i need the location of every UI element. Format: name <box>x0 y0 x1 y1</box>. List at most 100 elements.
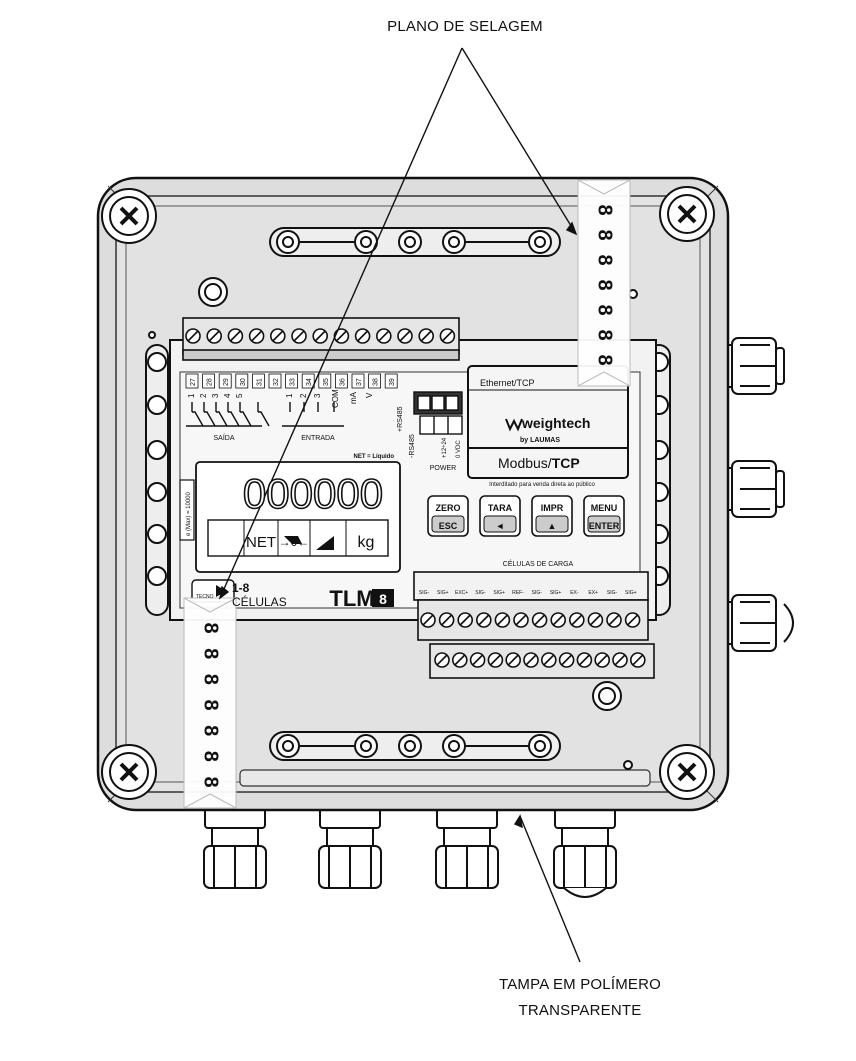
cover-callout-line-2: TRANSPARENTE <box>518 1002 642 1019</box>
key-bottom-label: ESC <box>439 521 458 531</box>
terminal-number-box <box>202 373 216 389</box>
terminal-number: 39 <box>389 378 396 386</box>
terminal-number: 28 <box>207 378 214 386</box>
key-zero[interactable]: ZERO ESC <box>427 495 469 537</box>
screw-slot <box>543 654 555 666</box>
load-cell-pin-label: SIG- <box>475 590 486 596</box>
seal-digit: 8 <box>200 648 222 659</box>
load-cell-pin-label: EXC+ <box>455 590 468 596</box>
output-terminal-number: 2 <box>199 393 208 398</box>
terminal-number-box <box>185 373 199 389</box>
terminal-number-box <box>301 373 315 389</box>
seal-strip-cut <box>183 793 237 809</box>
screw-bottom-right <box>659 744 715 800</box>
power-label: POWER <box>430 465 456 472</box>
screw-top-right <box>659 186 715 242</box>
key-bottom-label: ◄ <box>496 521 505 531</box>
terminal-number: 38 <box>373 378 380 386</box>
screw-slot <box>420 330 432 342</box>
load-cell-pin-label: SIG- <box>607 590 618 596</box>
power-terminal-block <box>413 391 463 435</box>
seal-strip-body <box>577 179 631 387</box>
zero-indicator: →0← <box>279 535 310 549</box>
screw-slot <box>478 614 490 626</box>
screw-slot <box>229 330 241 342</box>
output-wiring <box>186 402 344 427</box>
screw-slot <box>208 330 220 342</box>
seal-digit: 8 <box>594 354 616 365</box>
terminal-number-box <box>351 373 365 389</box>
bottom-gland-3 <box>435 805 499 889</box>
terminal-number-box <box>368 373 382 389</box>
key-tara[interactable]: TARA ◄ <box>479 495 521 537</box>
key-face <box>535 515 569 533</box>
power-12-24-label: +12÷24 <box>442 437 448 458</box>
key-top-label: TARA <box>488 503 513 513</box>
key-bottom-label: ENTER <box>589 521 620 531</box>
cells-prefix: TECNO <box>196 594 214 600</box>
tlm-badge-box <box>372 589 394 607</box>
screw-slot <box>459 614 471 626</box>
screw-slot <box>251 330 263 342</box>
key-bottom-label: ▲ <box>548 521 557 531</box>
screw-slot <box>378 330 390 342</box>
terminal-number-box <box>334 373 348 389</box>
terminal-number: 30 <box>240 378 247 386</box>
load-cells-title: CÉLULAS DE CARGA <box>503 559 574 568</box>
screw-slot <box>441 330 453 342</box>
screw-slot <box>571 614 583 626</box>
seal-strip-cut <box>577 179 631 195</box>
screw-slot <box>441 614 453 626</box>
brand-name: weightech <box>521 415 590 431</box>
load-cell-pin-label: SIG- <box>419 590 430 596</box>
load-cell-pin-label: REF- <box>512 590 524 596</box>
bottom-mounting-holes <box>269 731 561 761</box>
top-mounting-holes <box>269 227 561 257</box>
seal-digit: 8 <box>200 622 222 633</box>
terminal-number-box <box>268 373 282 389</box>
v-label: V <box>365 392 374 398</box>
capacity-side-label: e (Max) = 10000 <box>186 491 192 536</box>
terminal-number: 37 <box>356 378 363 386</box>
unit-indicator: kg <box>358 534 375 551</box>
screw-slot <box>272 330 284 342</box>
screw-slot <box>561 654 573 666</box>
seal-digit: 8 <box>200 751 222 762</box>
corner-screws <box>101 186 715 800</box>
rs485-plus-label: +RS485 <box>397 406 404 432</box>
stability-icon <box>316 536 334 550</box>
cells-label: CÉLULAS <box>232 594 287 609</box>
seal-digit: 8 <box>594 229 616 240</box>
bottom-gland-4 <box>553 805 617 898</box>
net-indicator: NET <box>246 534 276 551</box>
screw-slot <box>293 330 305 342</box>
rs485-minus-label: -RS485 <box>409 434 416 458</box>
screw-slot <box>627 614 639 626</box>
lcd-display <box>179 461 401 573</box>
screw-slot <box>632 654 644 666</box>
motion-icon <box>284 536 302 544</box>
input-terminal-number: 2 <box>299 393 308 398</box>
key-impr[interactable]: IMPR▲ <box>531 495 573 537</box>
screw-slot <box>507 654 519 666</box>
screw-bottom-left <box>101 744 157 800</box>
input-terminal-number: 3 <box>313 393 322 398</box>
seal-digit: 8 <box>200 674 222 685</box>
ethernet-module <box>467 365 629 479</box>
load-cell-pin-label: SIG+ <box>437 590 449 596</box>
top-terminal-block <box>182 317 460 361</box>
load-cell-pin-label: EX- <box>570 590 579 596</box>
model-badge: 8 <box>379 591 387 607</box>
output-terminal-number: 3 <box>211 393 220 398</box>
screw-slot <box>436 654 448 666</box>
terminal-number: 27 <box>190 378 197 386</box>
terminal-number-box <box>218 373 232 389</box>
legal-note: Interditado para venda direta ao público <box>489 482 595 488</box>
terminal-number-box <box>384 373 398 389</box>
load-cell-pin-label: SIG+ <box>550 590 562 596</box>
key-top-label: ZERO <box>435 503 460 513</box>
